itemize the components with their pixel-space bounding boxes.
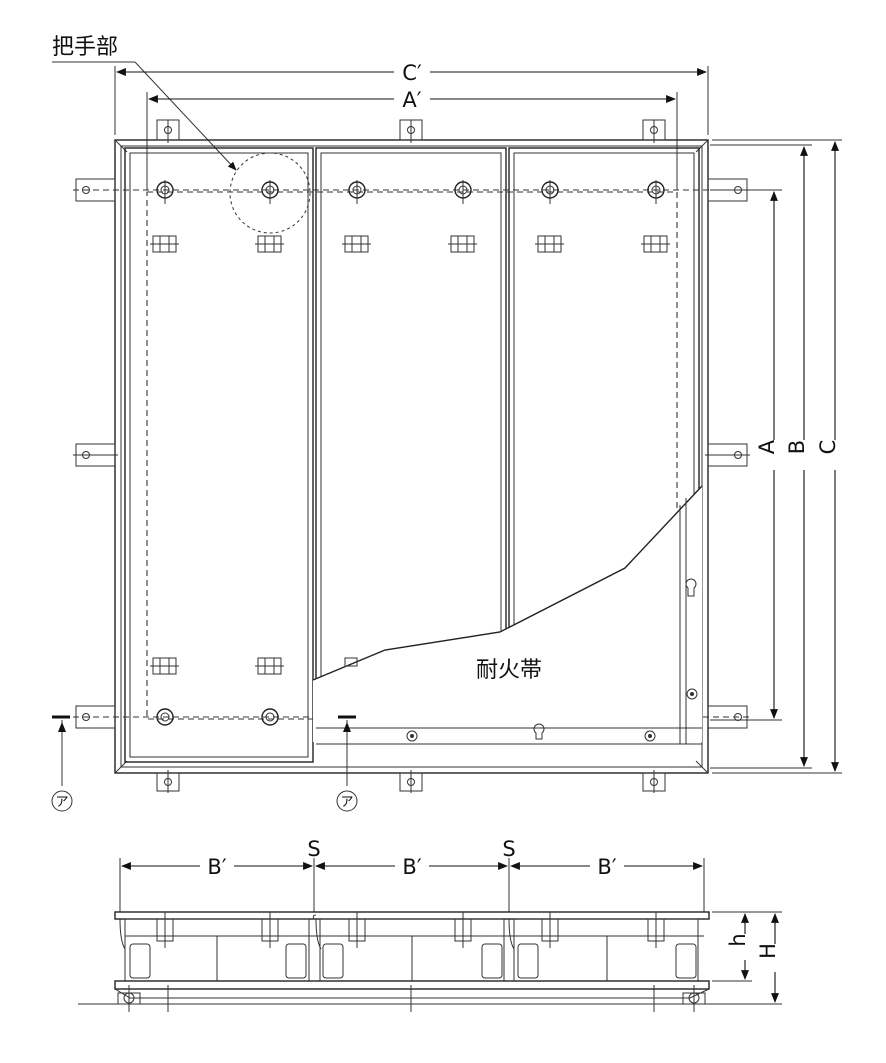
panel-left xyxy=(124,147,314,763)
section-marks: ア ア xyxy=(51,715,358,812)
handle-callout: 把手部 xyxy=(52,35,311,234)
hinge xyxy=(535,235,564,253)
lug-bottom-left xyxy=(156,770,180,793)
fire-band-cutaway: 耐火帯 xyxy=(312,485,703,745)
dim-a: A xyxy=(710,189,786,721)
dim-a-prime-label: A′ xyxy=(402,88,421,112)
lug-bottom-right xyxy=(642,770,666,793)
bolt xyxy=(261,180,279,204)
side-bolts xyxy=(128,985,695,1012)
dim-b: B xyxy=(710,144,816,769)
lug-left-mid xyxy=(73,443,118,467)
section-mark-left-label: ア xyxy=(55,795,68,810)
hinge xyxy=(641,235,670,253)
lug-top-center xyxy=(399,119,423,143)
hinge xyxy=(255,235,284,253)
lug-top-right xyxy=(642,119,666,143)
hinge-blocks xyxy=(150,235,670,675)
hinge xyxy=(255,657,284,675)
hinge xyxy=(150,235,179,253)
dim-c-prime-label: C′ xyxy=(402,61,422,85)
bolt xyxy=(348,180,366,204)
lug-bottom-center xyxy=(399,770,423,793)
handle-label: 把手部 xyxy=(52,35,118,60)
bolt xyxy=(454,180,472,204)
dim-a-prime: A′ xyxy=(146,88,678,190)
side-view: B′ B′ B′ S S xyxy=(78,837,786,1012)
lug-right-mid xyxy=(705,443,750,467)
hinge xyxy=(150,657,179,675)
dim-s-1-label: S xyxy=(307,837,320,861)
dim-h: h H xyxy=(712,911,786,1005)
dim-b-prime-row: B′ B′ B′ S S xyxy=(119,837,705,912)
top-view: 把手部 C′ A′ xyxy=(51,35,847,812)
lug-top-left xyxy=(156,119,180,143)
dim-a-label: A xyxy=(755,439,779,454)
dim-b-prime-2-label: B′ xyxy=(402,855,421,879)
dim-b-label: B xyxy=(785,440,809,454)
section-mark-left-circle xyxy=(51,790,73,812)
bolt xyxy=(647,180,665,204)
hinge xyxy=(342,235,371,253)
dim-c: C xyxy=(712,139,847,774)
lug-left-bottom xyxy=(75,705,116,729)
dim-h-small-label: h xyxy=(726,933,750,946)
dim-c-prime: C′ xyxy=(114,60,709,135)
handle-bolts xyxy=(156,180,665,726)
lug-left-top xyxy=(75,178,116,202)
bolt xyxy=(541,180,559,204)
bolt xyxy=(156,708,174,726)
side-body xyxy=(78,911,745,1012)
section-mark-right-circle xyxy=(336,790,358,812)
fire-band-label: 耐火帯 xyxy=(476,658,542,683)
section-mark-right-label: ア xyxy=(340,795,353,810)
hinge xyxy=(448,235,477,253)
bolt xyxy=(156,180,174,204)
dim-h-large-label: H xyxy=(756,943,780,959)
side-hinges xyxy=(156,912,665,948)
dim-s-2-label: S xyxy=(502,837,515,861)
dim-c-label: C xyxy=(816,440,840,455)
dim-b-prime-1-label: B′ xyxy=(207,855,226,879)
bolt xyxy=(261,708,279,726)
dim-b-prime-3-label: B′ xyxy=(597,855,616,879)
